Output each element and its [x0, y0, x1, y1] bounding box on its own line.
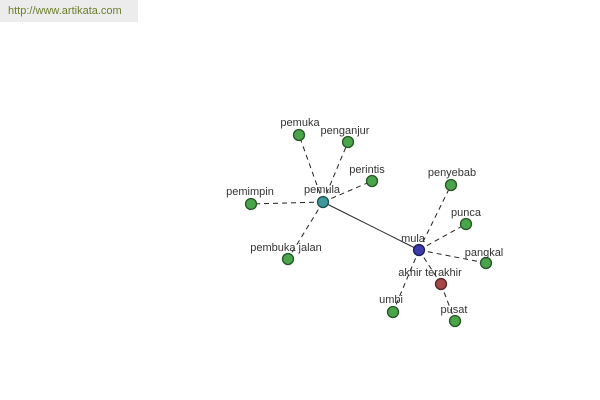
graph-node-punca[interactable] — [459, 217, 473, 231]
edge-pemula-penganjur — [322, 141, 349, 203]
graph-node-pusat[interactable] — [448, 314, 462, 328]
edge-mula-akhir-terakhir — [418, 249, 442, 285]
graph-node-pemimpin[interactable] — [244, 197, 258, 211]
edge-akhir-terakhir-pusat — [440, 283, 456, 322]
graph-node-label-pemimpin[interactable]: pemimpin — [226, 186, 274, 198]
edge-pemula-pemimpin — [250, 201, 324, 205]
edge-pemula-mula — [322, 201, 420, 251]
edge-mula-pangkal — [418, 249, 487, 264]
graph-node-label-pembuka-jalan[interactable]: pembuka jalan — [250, 242, 322, 254]
edge-mula-penyebab — [418, 184, 452, 251]
edge-mula-punca — [418, 223, 467, 251]
edge-pemula-pembuka-jalan — [287, 201, 324, 260]
graph-node-label-penganjur[interactable]: penganjur — [321, 125, 370, 137]
graph-node-pembuka-jalan[interactable] — [281, 252, 295, 266]
graph-node-pangkal[interactable] — [479, 256, 493, 270]
graph-node-label-pusat[interactable]: pusat — [441, 304, 468, 316]
edge-mula-umbi — [392, 249, 420, 313]
graph-node-pemula[interactable] — [316, 195, 330, 209]
graph-node-label-penyebab[interactable]: penyebab — [428, 167, 476, 179]
graph-node-mula[interactable] — [412, 243, 426, 257]
graph-node-penganjur[interactable] — [341, 135, 355, 149]
edge-pemula-pemuka — [298, 134, 324, 203]
graph-node-label-punca[interactable]: punca — [451, 207, 482, 219]
graph-node-umbi[interactable] — [386, 305, 400, 319]
graph-node-akhir-terakhir[interactable] — [434, 277, 448, 291]
url-bar: http://www.artikata.com — [0, 0, 138, 22]
graph-node-perintis[interactable] — [365, 174, 379, 188]
url-text: http://www.artikata.com — [8, 5, 122, 17]
graph-node-label-pemuka[interactable]: pemuka — [280, 117, 320, 129]
graph-node-label-mula[interactable]: mula — [401, 233, 426, 245]
graph-node-label-perintis[interactable]: perintis — [349, 164, 385, 176]
graph-node-label-umbi[interactable]: umbi — [379, 294, 403, 306]
graph-node-label-akhir-terakhir[interactable]: akhir terakhir — [398, 267, 462, 279]
graph-node-label-pangkal[interactable]: pangkal — [465, 247, 504, 259]
graph-node-label-pemula[interactable]: pemula — [304, 184, 341, 196]
graph-node-pemuka[interactable] — [292, 128, 306, 142]
graph-node-penyebab[interactable] — [444, 178, 458, 192]
